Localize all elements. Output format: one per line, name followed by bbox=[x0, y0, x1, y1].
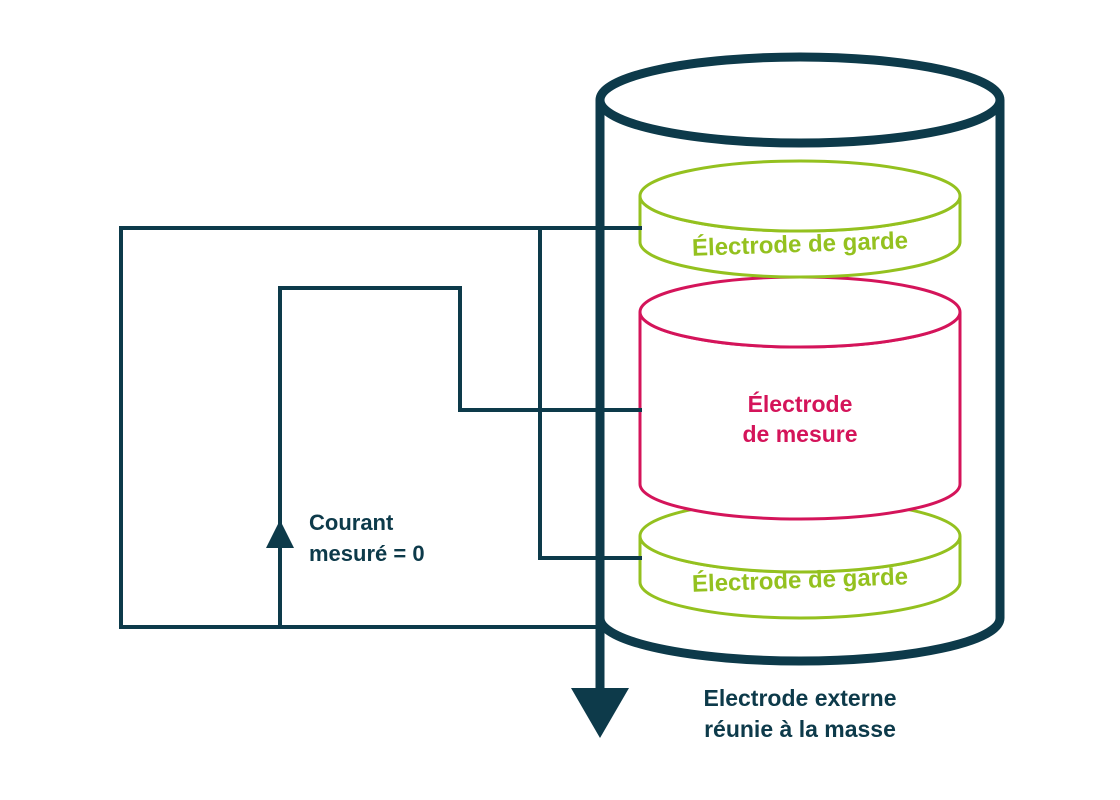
guard-electrode-bottom bbox=[638, 498, 962, 620]
external-electrode-cylinder bbox=[595, 52, 1005, 666]
arrow-up-icon bbox=[266, 520, 294, 548]
external-cylinder-top bbox=[595, 52, 1005, 148]
external-cylinder-body bbox=[595, 100, 1005, 666]
guard-electrode-top bbox=[638, 159, 962, 279]
external-electrode-label-line1: Electrode externe bbox=[703, 685, 896, 711]
wire-measure-loop bbox=[278, 286, 642, 629]
external-electrode-label-line2: réunie à la masse bbox=[704, 716, 896, 742]
circuit-wiring bbox=[119, 226, 642, 629]
measure-electrode-label-line1: Électrode bbox=[748, 390, 853, 417]
measure-electrode-top bbox=[638, 275, 962, 349]
wire-guard-link bbox=[538, 226, 642, 560]
measure-electrode-label-line2: de mesure bbox=[742, 421, 857, 447]
guard-top-top bbox=[638, 159, 962, 233]
current-label-line2: mesuré = 0 bbox=[309, 541, 425, 566]
ground-arrow-head bbox=[571, 688, 629, 738]
wire-outer-loop bbox=[119, 226, 642, 629]
current-label-line1: Courant bbox=[309, 510, 394, 535]
arrow-down-icon bbox=[571, 618, 629, 738]
